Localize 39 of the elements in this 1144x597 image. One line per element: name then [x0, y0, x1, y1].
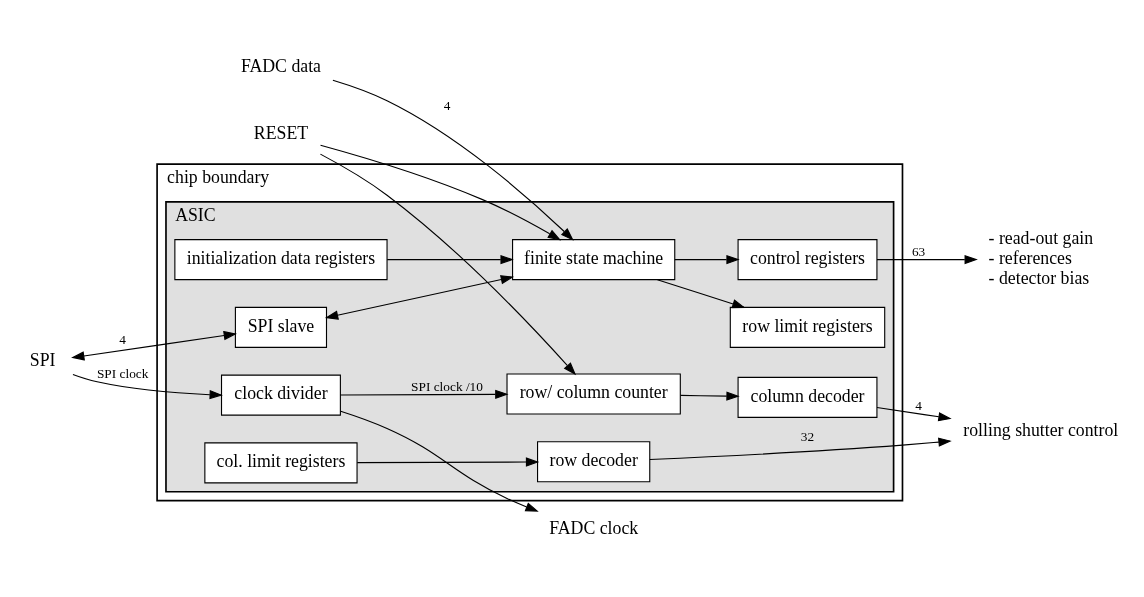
node-text: SPI [29, 350, 56, 371]
node-text: RESET [253, 123, 309, 144]
node-box: row decoder [537, 441, 651, 483]
arrow [680, 391, 740, 401]
edge-label: 4 [915, 398, 922, 414]
edge-label: 32 [800, 429, 815, 445]
arrow [319, 144, 562, 241]
arrow [332, 79, 574, 241]
arrow [340, 410, 539, 512]
node-box: SPI slave [234, 306, 328, 348]
arrow [319, 153, 577, 376]
node-text: FADC data [240, 55, 322, 76]
edge-label: SPI clock /10 [411, 379, 483, 395]
node-box: control registers [737, 239, 878, 281]
edge-label: 4 [119, 331, 126, 347]
node-box: finite state machine [512, 239, 676, 281]
arrow [356, 457, 540, 467]
edge-label: SPI clock [96, 366, 149, 382]
arrow [339, 389, 509, 400]
node-box: initialization data registers [174, 239, 388, 281]
arrow [876, 407, 952, 422]
edge-label: 63 [911, 243, 926, 259]
arrow [386, 254, 514, 265]
node-box: column decoder [737, 376, 878, 418]
node-box: row limit registers [729, 306, 886, 348]
node-box: row/ column counter [506, 373, 681, 415]
node-text: - read-out gain - references - detector bias [988, 227, 1094, 288]
node-box: clock divider [220, 374, 341, 416]
arrow [72, 373, 223, 400]
arrow [649, 437, 952, 461]
node-text: rolling shutter control [963, 420, 1119, 441]
arrow [674, 254, 740, 265]
arrow [876, 254, 978, 265]
node-box: col. limit registers [204, 442, 358, 484]
arrow [324, 275, 515, 320]
arrow [656, 279, 746, 309]
arrow [71, 330, 237, 361]
node-text: FADC clock [549, 517, 639, 538]
edge-label: 4 [443, 98, 451, 114]
